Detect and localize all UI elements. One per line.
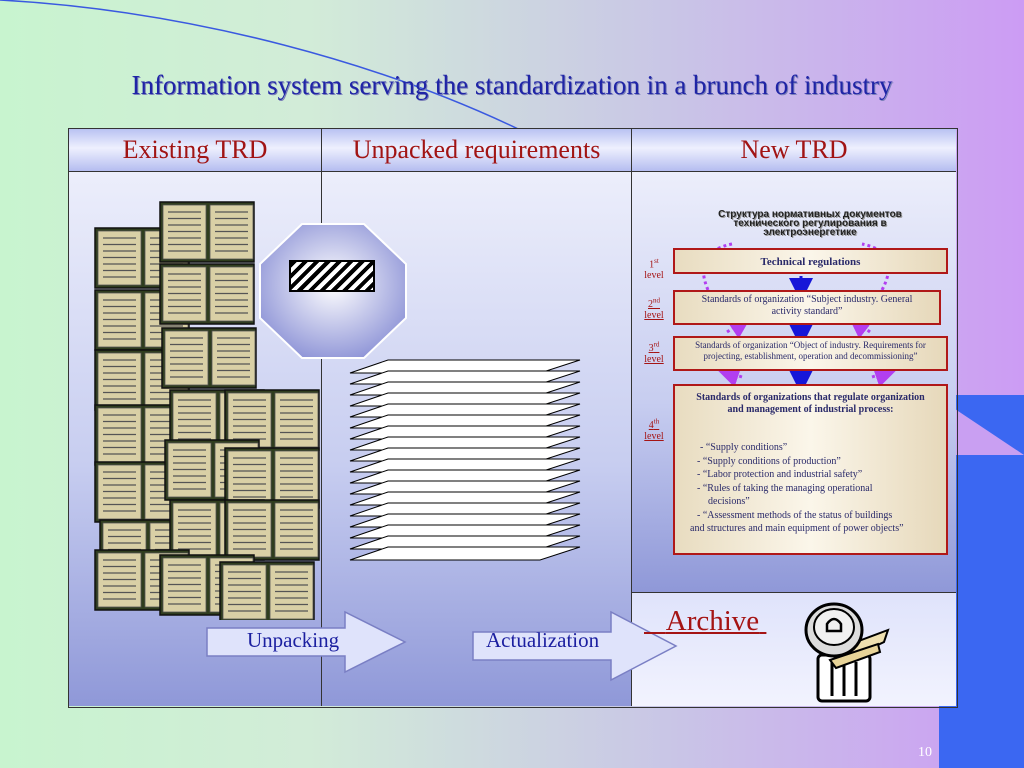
list-item: - “Supply conditions” <box>700 442 788 453</box>
level-number: 4 <box>648 420 654 432</box>
divider <box>321 129 322 706</box>
list-item: - “Labor protection and industrial safet… <box>697 469 863 480</box>
slide-title: Information system serving the standardi… <box>131 70 893 100</box>
header-new-trd: New TRD <box>632 129 956 172</box>
level-suffix: nd <box>653 297 660 305</box>
archive-text: Archive <box>665 605 760 637</box>
level-4-list: - “Supply conditions” - “Supply conditio… <box>690 441 945 536</box>
list-item: - “Rules of taking the managing operatio… <box>697 482 873 494</box>
level-number: 2 <box>648 299 653 311</box>
level-1-box: Technical regulations <box>673 248 948 274</box>
actualization-label: Actualization <box>486 628 600 652</box>
book-icon <box>94 461 190 523</box>
book-icon <box>159 263 255 325</box>
actualization-arrow <box>472 610 678 682</box>
russian-title-line: технического регулирования в <box>733 218 887 229</box>
book-icon <box>159 201 255 263</box>
level-1-text: Technical regulations <box>760 256 861 268</box>
level-number: 1 <box>649 259 655 271</box>
russian-title: Структура нормативных документов техниче… <box>685 209 935 238</box>
table-frame <box>68 128 958 708</box>
divider <box>631 129 632 706</box>
page-number: 10 <box>918 745 932 760</box>
russian-title-line: Структура нормативных документов <box>718 209 902 220</box>
level-4-box: Standards of organizations that regulate… <box>673 384 948 555</box>
list-item: and structures and main equipment of pow… <box>690 523 904 534</box>
sheet-icon <box>349 546 581 561</box>
level-number: 3 <box>648 343 654 355</box>
divider <box>632 592 956 593</box>
list-item: decisions” <box>708 496 750 507</box>
header-existing-trd: Existing TRD <box>69 129 321 172</box>
level-word: level <box>644 354 664 366</box>
level-2-label: 2nd level <box>640 296 668 321</box>
level-suffix: st <box>654 257 659 265</box>
level-1-label: 1st level <box>640 256 668 281</box>
list-item: - “Supply conditions of production” <box>697 455 841 467</box>
hatched-bar-icon <box>289 260 375 292</box>
book-icon <box>224 389 320 451</box>
level-4-text: Standards of organizations that regulate… <box>696 392 925 415</box>
book-icon <box>219 561 315 620</box>
level-word: level <box>644 270 664 282</box>
book-stack-icon <box>94 201 320 620</box>
book-icon <box>224 447 320 509</box>
level-3-label: 3rd level <box>640 340 668 365</box>
unpacking-label: Unpacking <box>247 628 340 652</box>
list-item: - “Assessment methods of the status of b… <box>697 509 893 521</box>
level-3-text: Standards of organization “Object of ind… <box>695 340 926 361</box>
level-word: level <box>644 310 664 322</box>
archive-cell-bg <box>632 593 956 706</box>
header-unpacked-requirements: Unpacked requirements <box>322 129 631 172</box>
book-icon <box>161 327 257 389</box>
trash-can-icon <box>804 602 890 703</box>
archive-label: Archive <box>644 605 766 638</box>
level-word: level <box>644 431 664 443</box>
level-2-box: Standards of organization “Subject indus… <box>673 290 941 325</box>
russian-title-line: электроэнергетике <box>763 227 857 238</box>
level-suffix: th <box>653 418 660 426</box>
level-suffix: rd <box>653 341 660 349</box>
level-4-label: 4th level <box>640 417 668 442</box>
book-icon <box>224 499 320 561</box>
level-3-box: Standards of organization “Object of ind… <box>673 336 948 371</box>
sheet-stack-icon <box>349 359 581 561</box>
unpacking-arrow <box>206 610 407 674</box>
level-2-text: Standards of organization “Subject indus… <box>701 294 913 317</box>
